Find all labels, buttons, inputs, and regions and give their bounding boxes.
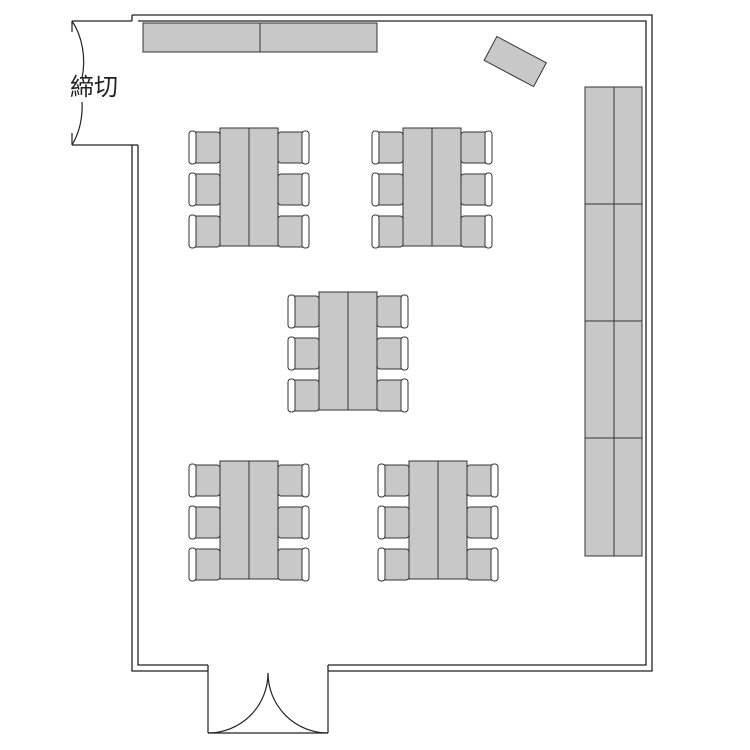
table-right — [347, 291, 378, 411]
door-closed-label: 締切 — [70, 73, 118, 101]
chair-right — [460, 172, 493, 207]
table-group-bottom-right — [377, 460, 499, 582]
chair-left — [371, 130, 404, 165]
chair-right — [277, 547, 310, 582]
room-walls — [131, 14, 653, 672]
chair-right — [277, 463, 310, 498]
table-left — [219, 127, 250, 247]
table-left — [219, 460, 250, 580]
top-counter — [142, 22, 378, 53]
chair-left — [377, 505, 410, 540]
chair-left — [287, 294, 320, 329]
chair-right — [376, 378, 409, 413]
table-left — [318, 291, 349, 411]
right-counter — [584, 86, 643, 557]
chair-right — [466, 547, 499, 582]
table-group-center — [287, 291, 409, 413]
chair-left — [371, 214, 404, 249]
bottom-door — [207, 671, 329, 734]
chair-left — [188, 547, 221, 582]
chair-left — [188, 172, 221, 207]
table-groups — [188, 127, 499, 582]
chair-left — [188, 214, 221, 249]
left-door — [71, 20, 132, 146]
table-left — [408, 460, 439, 580]
table-group-top-left — [188, 127, 310, 249]
table-right — [431, 127, 462, 247]
chair-left — [188, 505, 221, 540]
chair-right — [277, 505, 310, 540]
table-right — [248, 460, 279, 580]
chair-right — [277, 130, 310, 165]
chair-right — [376, 294, 409, 329]
table-group-bottom-left — [188, 460, 310, 582]
table-group-top-right — [371, 127, 493, 249]
chair-right — [460, 214, 493, 249]
chair-right — [466, 505, 499, 540]
chair-left — [188, 130, 221, 165]
chair-left — [377, 463, 410, 498]
chair-left — [287, 336, 320, 371]
chair-left — [287, 378, 320, 413]
angled-box — [483, 35, 547, 88]
chair-left — [371, 172, 404, 207]
chair-right — [466, 463, 499, 498]
chair-right — [277, 214, 310, 249]
chair-left — [188, 463, 221, 498]
chair-right — [277, 172, 310, 207]
table-left — [402, 127, 433, 247]
chair-right — [376, 336, 409, 371]
chair-right — [460, 130, 493, 165]
table-right — [248, 127, 279, 247]
chair-left — [377, 547, 410, 582]
table-right — [437, 460, 468, 580]
